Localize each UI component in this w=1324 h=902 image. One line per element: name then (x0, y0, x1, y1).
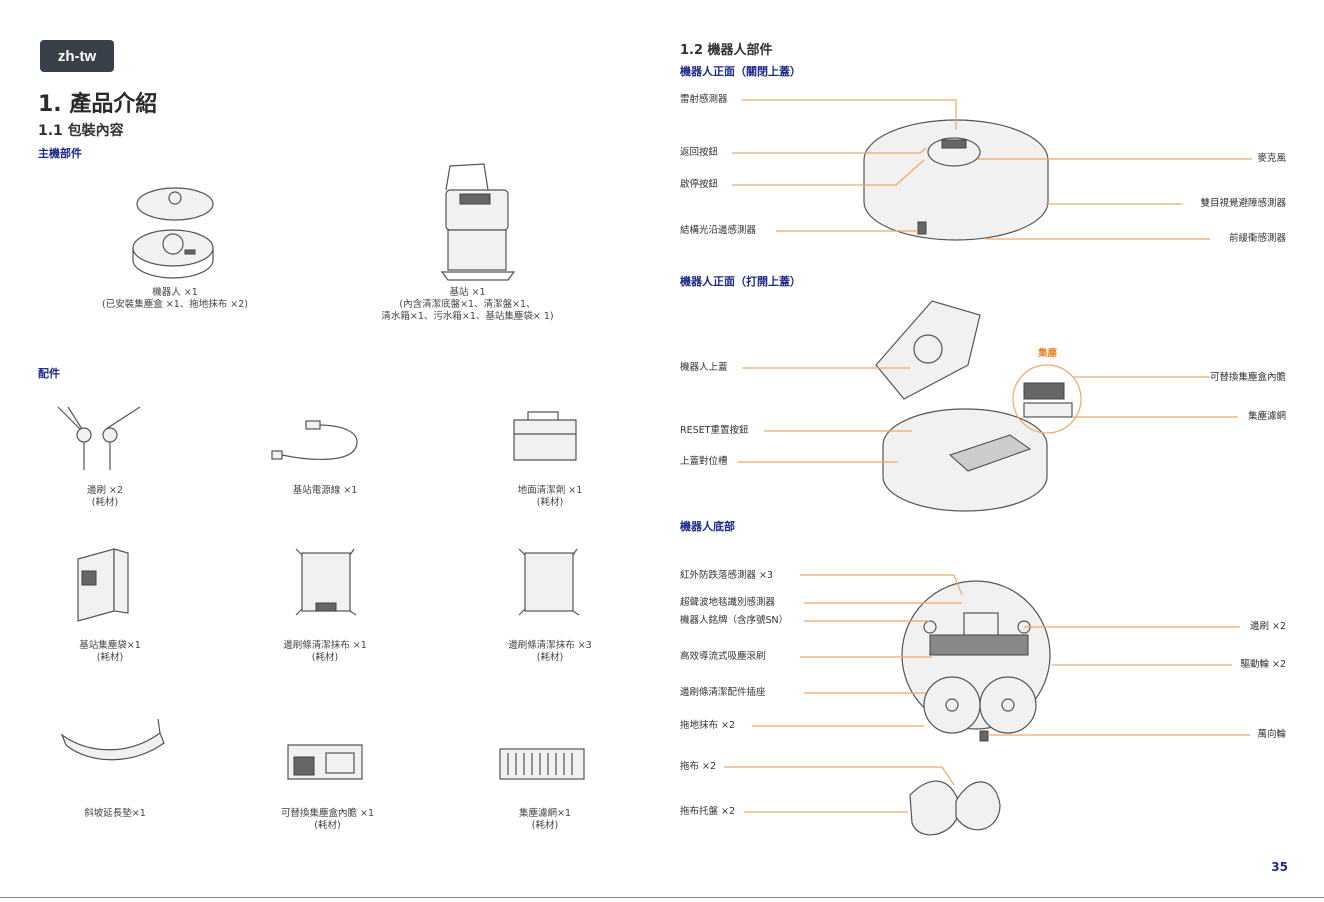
caption-side-brush: 邊刷 ×2(耗材) (86, 485, 124, 508)
label-binocular-sensor: 雙目視覺避障感測器 (1200, 198, 1286, 209)
label-dust-filter: 集塵濾網 (1247, 411, 1286, 422)
base-station-illustration (440, 163, 516, 281)
label-cliff-sensors: 紅外防跌落感測器 ×3 (680, 570, 774, 581)
label-edge-sensor: 結構光沿邊感測器 (680, 225, 757, 236)
caption-cleaning-cloth-3: 邊刷條清潔抹布 ×3(耗材) (508, 640, 592, 663)
label-mops: 拖布 ×2 (680, 761, 717, 772)
bottom-diagram (724, 574, 1250, 836)
page-title: 1. 產品介紹 (38, 92, 158, 117)
floor-cleaner-illustration (513, 411, 577, 461)
caption-ramp-extension: 斜坡延長墊×1 (84, 808, 146, 819)
page-number: 35 (1271, 860, 1288, 874)
label-brush-accessory-socket: 邊刷條清潔配件插座 (680, 687, 766, 698)
label-microphone: 麥克風 (1257, 153, 1286, 164)
caption-dust-box-liner: 可替換集塵盒內膽 ×1(耗材) (280, 808, 375, 831)
robot-illustration (132, 187, 214, 279)
caption-cleaning-cloth-1: 邊刷條清潔抹布 ×1(耗材) (283, 640, 367, 663)
dust-bag-illustration (77, 548, 129, 622)
footer-rule (0, 897, 1324, 898)
label-start-stop-button: 啟停按鈕 (680, 179, 719, 190)
label-laser-sensor: 雷射感測器 (680, 94, 728, 105)
label-return-button: 返回按鈕 (680, 147, 719, 158)
label-caster-wheel: 萬向輪 (1257, 729, 1286, 740)
label-drive-wheels: 驅動輪 ×2 (1240, 659, 1286, 670)
label-dust-tag: 集塵 (1038, 348, 1058, 359)
power-cord-illustration (271, 420, 358, 460)
section-heading-package: 1.1 包裝內容 (38, 123, 124, 139)
subheading-accessories: 配件 (38, 367, 60, 380)
label-reset-button: RESET重置按鈕 (680, 425, 749, 436)
front-open-diagram (738, 300, 1238, 512)
caption-base-station: 基站 ×1(內含清潔底盤×1、清潔盤×1、清水箱×1、污水箱×1、基站集塵袋× … (381, 287, 554, 322)
label-mop-trays: 拖布托盤 ×2 (680, 806, 736, 817)
language-badge: zh-tw (40, 40, 114, 72)
caption-dust-bag: 基站集塵袋×1(耗材) (79, 640, 141, 663)
caption-dust-filter: 集塵濾網×1(耗材) (518, 808, 571, 831)
label-main-brush: 高效導流式吸塵滾刷 (680, 651, 766, 662)
label-nameplate: 機器人銘牌（含序號SN） (680, 615, 789, 626)
label-replaceable-liner: 可替換集塵盒內膽 (1209, 372, 1286, 383)
subheading-front-closed: 機器人正面（關閉上蓋） (680, 65, 801, 78)
label-ultrasonic-sensor: 超聲波地毯識別感測器 (680, 597, 776, 608)
ramp-extension-illustration (60, 718, 165, 761)
dust-filter-illustration (499, 748, 585, 780)
caption-floor-cleaner: 地面清潔劑 ×1(耗材) (517, 485, 583, 508)
subheading-front-open: 機器人正面（打開上蓋） (680, 275, 801, 288)
subheading-main-parts: 主機部件 (38, 147, 82, 160)
front-closed-diagram (732, 99, 1252, 241)
caption-power-cord: 基站電源線 ×1 (292, 485, 358, 496)
label-front-bumper-sensor: 前緩衝感測器 (1228, 233, 1286, 244)
label-cover-slot: 上蓋對位槽 (680, 456, 728, 467)
label-top-cover: 機器人上蓋 (680, 362, 728, 373)
label-side-brushes: 邊刷 ×2 (1249, 621, 1286, 632)
cleaning-cloth-3-illustration (518, 548, 580, 616)
label-mop-pads: 拖地抹布 ×2 (680, 720, 736, 731)
cleaning-cloth-1-illustration (295, 548, 357, 616)
section-heading-robot-parts: 1.2 機器人部件 (680, 43, 773, 58)
side-brush-illustration (57, 406, 141, 470)
dust-box-liner-illustration (287, 744, 363, 780)
caption-robot: 機器人 ×1(已安裝集塵盒 ×1、拖地抹布 ×2) (102, 287, 248, 310)
subheading-bottom: 機器人底部 (680, 520, 735, 533)
